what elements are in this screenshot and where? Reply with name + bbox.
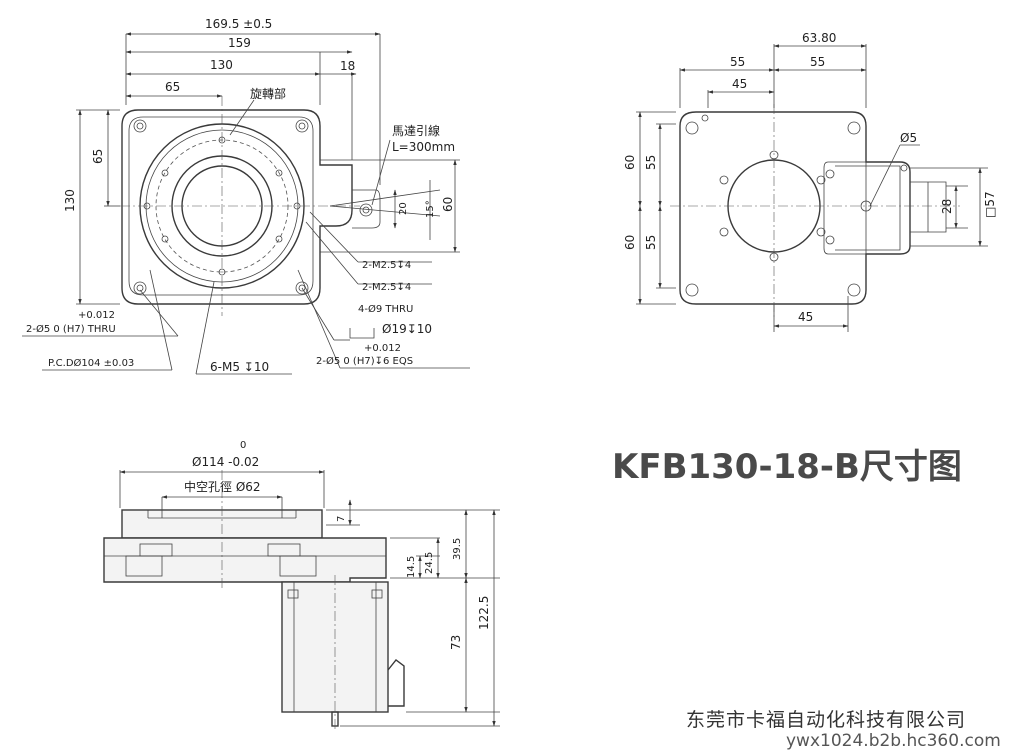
dim-55-upper: 55 [644, 155, 658, 170]
side-view: 0 Ø114 -0.02 中空孔徑 Ø62 7 14.5 24.5 39.5 7… [103, 440, 500, 730]
dim-20: 20 [398, 202, 409, 215]
dim-7: 7 [336, 516, 347, 522]
dim-60-upper: 60 [623, 155, 637, 170]
note-thru-holes: 4-Ø9 THRU [358, 303, 413, 315]
dim-39-5: 39.5 [452, 538, 463, 560]
dim-65-height: 65 [91, 149, 105, 164]
dim-55-top-right: 55 [810, 55, 825, 69]
dim-60: 60 [441, 197, 455, 212]
note-pin-holes-eqs: 2-Ø5 0 (H7)↧6 EQS [316, 355, 413, 367]
dim-tolerance-zero: 0 [240, 440, 246, 451]
dim-60-lower: 60 [623, 235, 637, 250]
label-rotating-part: 旋轉部 [250, 86, 286, 101]
website-watermark: ywx1024.b2b.hc360.com [786, 731, 1001, 751]
drawing-title: KFB130-18-B尺寸图 [612, 447, 962, 487]
note-pin-holes-thru: 2-Ø5 0 (H7) THRU [26, 323, 116, 335]
dim-130-height: 130 [63, 189, 77, 212]
dim-45-bottom: 45 [798, 310, 813, 324]
dim-130-width: 130 [210, 58, 233, 72]
dim-28: 28 [940, 199, 954, 214]
top-view: 169.5 ±0.5 159 130 65 18 130 65 20 15° 6… [22, 17, 470, 375]
dim-63-80: 63.80 [802, 31, 836, 45]
bottom-view: 63.80 55 55 45 60 55 60 55 Ø5 28 □57 45 [623, 31, 997, 332]
label-hollow-bore: 中空孔徑 Ø62 [184, 479, 261, 494]
dim-55-top-left: 55 [730, 55, 745, 69]
note-pcd: P.C.DØ104 ±0.03 [48, 357, 134, 369]
dim-55-lower: 55 [644, 235, 658, 250]
company-name: 东莞市卡福自动化科技有限公司 [686, 709, 966, 731]
dim-73: 73 [449, 635, 463, 650]
note-pin-tolerance-b: +0.012 [364, 343, 401, 354]
dim-15-deg: 15° [425, 200, 436, 218]
note-m25-a: 2-M2.5↧4 [362, 260, 411, 271]
dim-122-5: 122.5 [477, 596, 491, 630]
note-m5-tapped: 6-M5 ↧10 [210, 360, 269, 374]
dim-phi-5: Ø5 [900, 131, 917, 145]
label-motor-lead: 馬達引線 [392, 123, 440, 138]
dim-square-57: □57 [983, 191, 997, 218]
note-pin-tolerance-a: +0.012 [78, 310, 115, 321]
dim-159: 159 [228, 36, 251, 50]
dim-65-width: 65 [165, 80, 180, 94]
dim-phi-114: Ø114 -0.02 [192, 455, 259, 469]
dim-18: 18 [340, 59, 355, 73]
dim-14-5: 14.5 [406, 556, 417, 578]
dim-overall-width: 169.5 ±0.5 [205, 17, 272, 31]
note-counterbore: Ø19↧10 [382, 322, 432, 336]
dim-24-5: 24.5 [424, 552, 435, 574]
dim-45-top: 45 [732, 77, 747, 91]
label-lead-length: L=300mm [392, 140, 455, 154]
note-m25-b: 2-M2.5↧4 [362, 282, 411, 293]
